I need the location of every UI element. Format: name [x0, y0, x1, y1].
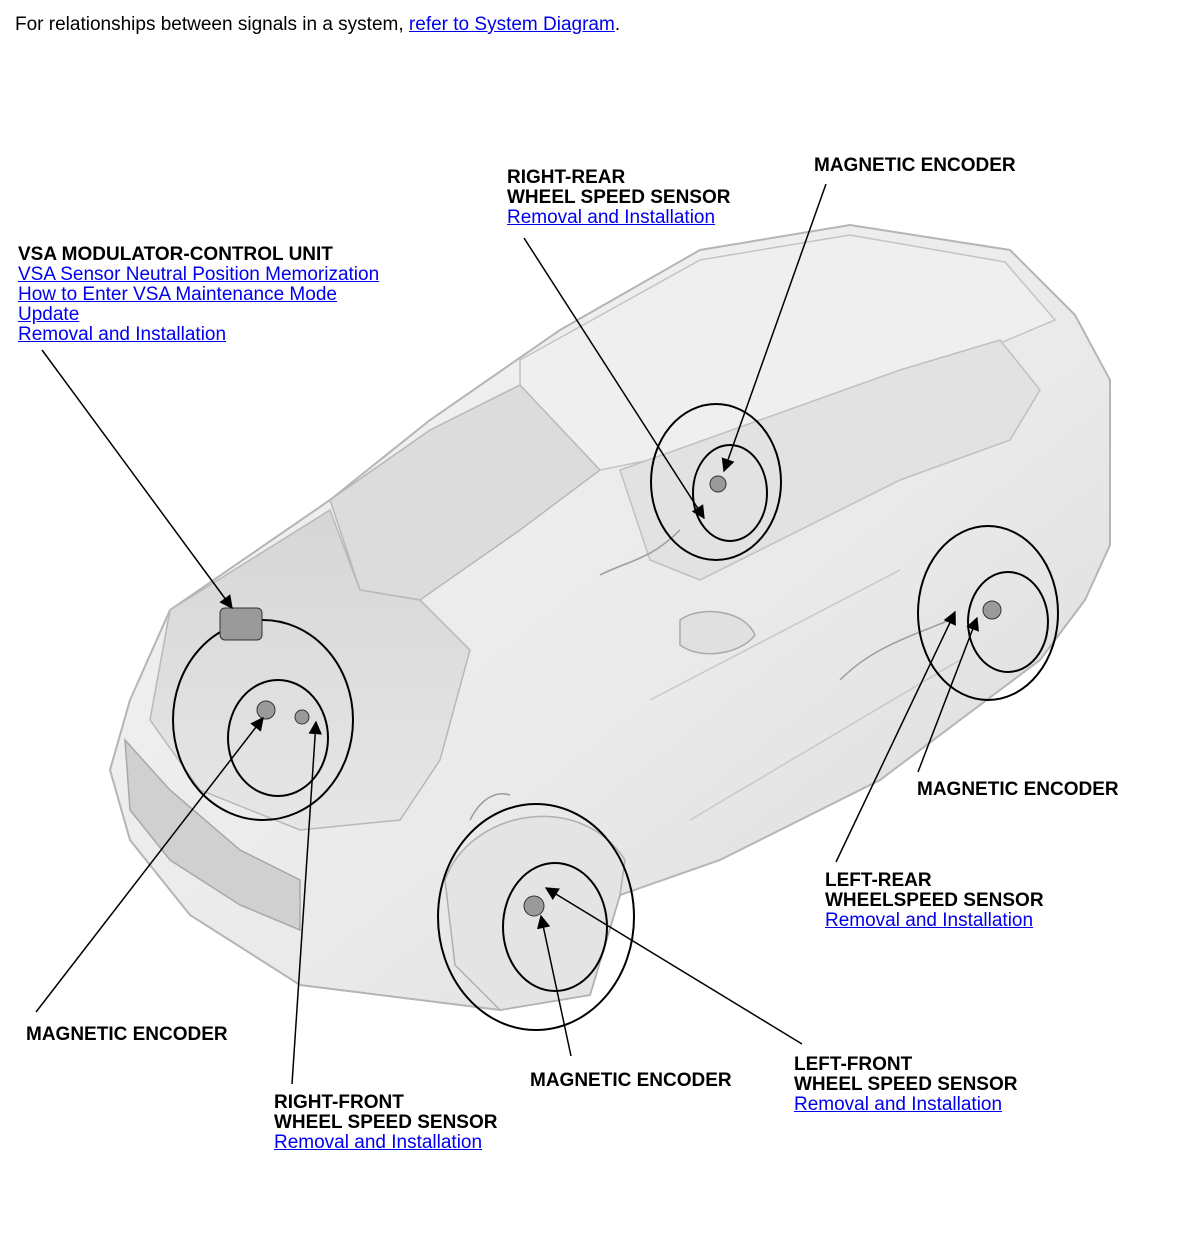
- front-left-encoder-part: [523, 895, 545, 917]
- left-rear-sensor-leader: [835, 610, 956, 863]
- detail-circles: [172, 403, 1059, 1031]
- vsa-callout: VSA MODULATOR-CONTROL UNIT VSA Sensor Ne…: [18, 245, 379, 345]
- intro-suffix: .: [614, 14, 621, 35]
- encoder-front-right-title: MAGNETIC ENCODER: [26, 1024, 228, 1045]
- left-front-sensor-callout: LEFT-FRONT WHEEL SPEED SENSOR Removal an…: [794, 1055, 1017, 1115]
- left-front-sensor-leader: [544, 887, 803, 1045]
- left-rear-title-line2: WHEELSPEED SENSOR: [825, 890, 1044, 911]
- components: [219, 475, 1002, 917]
- left-rear-title-line1: LEFT-REAR: [825, 870, 932, 891]
- front-right-encoder-leader: [35, 716, 264, 1013]
- left-front-title-line1: LEFT-FRONT: [794, 1054, 913, 1075]
- leader-lines: [35, 183, 979, 1085]
- vsa-update-link[interactable]: Update: [18, 304, 80, 325]
- front-left-inner-circle: [502, 862, 608, 992]
- vsa-leader: [41, 349, 233, 610]
- car-illustration: [108, 223, 1111, 1012]
- vsa-maintenance-mode-link[interactable]: How to Enter VSA Maintenance Mode: [18, 284, 337, 305]
- encoder-front-left-title: MAGNETIC ENCODER: [530, 1070, 732, 1091]
- left-front-title-line2: WHEEL SPEED SENSOR: [794, 1074, 1018, 1095]
- car-mirror: [679, 610, 756, 655]
- encoder-rear-left-callout: MAGNETIC ENCODER: [917, 780, 1119, 800]
- car-side-windows: [619, 339, 1041, 581]
- rear-right-inner-circle: [692, 444, 768, 542]
- rear-right-outer-circle: [650, 403, 782, 561]
- vsa-modulator-unit: [219, 607, 263, 641]
- front-right-sensor-part: [294, 709, 310, 725]
- system-diagram-link[interactable]: refer to System Diagram: [408, 14, 615, 35]
- right-rear-sensor-leader: [523, 237, 705, 520]
- right-rear-title-line2: WHEEL SPEED SENSOR: [507, 187, 731, 208]
- car-grille: [124, 737, 301, 932]
- right-rear-sensor-callout: RIGHT-REAR WHEEL SPEED SENSOR Removal an…: [507, 168, 730, 228]
- left-rear-sensor-callout: LEFT-REAR WHEELSPEED SENSOR Removal and …: [825, 871, 1044, 931]
- encoder-front-left-callout: MAGNETIC ENCODER: [530, 1071, 732, 1091]
- car-door-line: [649, 569, 961, 821]
- intro-text: For relationships between signals in a s…: [15, 14, 620, 36]
- encoder-rear-right-title: MAGNETIC ENCODER: [814, 155, 1016, 176]
- rear-right-encoder-part: [709, 475, 727, 493]
- encoder-rear-left-title: MAGNETIC ENCODER: [917, 779, 1119, 800]
- right-rear-removal-link[interactable]: Removal and Installation: [507, 207, 716, 228]
- left-rear-removal-link[interactable]: Removal and Installation: [825, 910, 1034, 931]
- right-front-title-line1: RIGHT-FRONT: [274, 1092, 404, 1113]
- rear-left-encoder-leader: [917, 616, 979, 773]
- front-right-outer-circle: [172, 619, 354, 821]
- right-front-sensor-callout: RIGHT-FRONT WHEEL SPEED SENSOR Removal a…: [274, 1093, 497, 1153]
- left-front-removal-link[interactable]: Removal and Installation: [794, 1094, 1003, 1115]
- front-left-outer-circle: [437, 803, 635, 1031]
- encoder-front-right-callout: MAGNETIC ENCODER: [26, 1025, 228, 1045]
- vsa-neutral-memorization-link[interactable]: VSA Sensor Neutral Position Memorization: [18, 264, 380, 285]
- vsa-title: VSA MODULATOR-CONTROL UNIT: [18, 244, 333, 265]
- encoder-rear-right-callout: MAGNETIC ENCODER: [814, 156, 1016, 176]
- right-rear-title-line1: RIGHT-REAR: [507, 167, 626, 188]
- rear-left-outer-circle: [917, 525, 1059, 701]
- intro-prefix: For relationships between signals in a s…: [15, 14, 409, 35]
- right-front-sensor-leader: [291, 720, 322, 1085]
- front-right-inner-circle: [227, 679, 329, 797]
- rear-right-encoder-leader: [721, 183, 827, 473]
- right-front-removal-link[interactable]: Removal and Installation: [274, 1132, 483, 1153]
- rear-left-encoder-part: [982, 600, 1002, 620]
- front-right-encoder-part: [256, 700, 276, 720]
- vsa-removal-link[interactable]: Removal and Installation: [18, 324, 227, 345]
- front-left-encoder-leader: [536, 914, 572, 1057]
- right-front-title-line2: WHEEL SPEED SENSOR: [274, 1112, 498, 1133]
